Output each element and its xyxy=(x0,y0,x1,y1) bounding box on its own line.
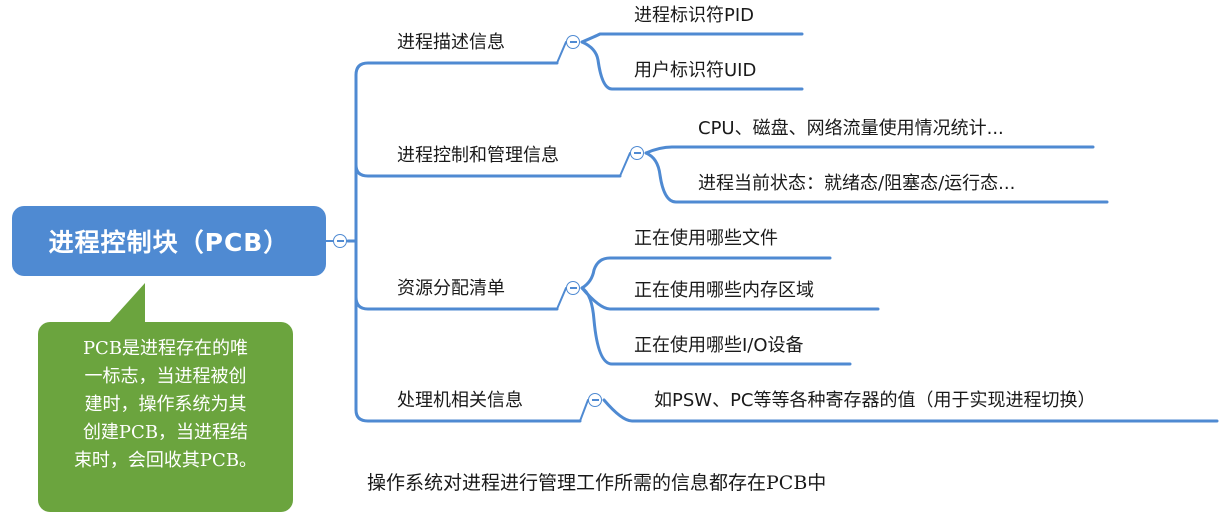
root-node[interactable]: 进程控制块（PCB） xyxy=(12,206,326,276)
trunk-to-branch-1 xyxy=(346,61,377,243)
child-connector-4-1 xyxy=(602,398,1219,423)
callout-tail xyxy=(108,283,145,324)
leaf-registers[interactable]: 如PSW、PC等等各种寄存器的值（用于实现进程切换） xyxy=(654,390,1096,411)
child-connector-1-1 xyxy=(580,32,804,44)
collapse-icon-branch-3[interactable] xyxy=(566,281,580,295)
leaf-usage-statistics[interactable]: CPU、磁盘、网络流量使用情况统计... xyxy=(698,118,1004,139)
root-label: 进程控制块（PCB） xyxy=(48,228,290,257)
branch-label-resource-list[interactable]: 资源分配清单 xyxy=(397,278,505,299)
leaf-files-in-use[interactable]: 正在使用哪些文件 xyxy=(634,228,778,249)
summary-note: 操作系统对进程进行管理工作所需的信息都存在PCB中 xyxy=(367,472,827,494)
trunk-to-branch-3 xyxy=(354,239,377,311)
trunk-to-branch-4 xyxy=(354,295,377,423)
leaf-io-devices[interactable]: 正在使用哪些I/O设备 xyxy=(634,335,804,356)
collapse-icon-branch-1[interactable] xyxy=(566,35,580,49)
branch-label-process-description[interactable]: 进程描述信息 xyxy=(397,32,505,53)
collapse-icon-branch-4[interactable] xyxy=(588,393,602,407)
callout-text: PCB是进程存在的唯 一标志，当进程被创 建时，操作系统为其 创建PCB，当进程… xyxy=(73,338,258,471)
child-connector-1-2 xyxy=(580,40,804,91)
branch-label-process-control[interactable]: 进程控制和管理信息 xyxy=(397,145,559,166)
leaf-process-state[interactable]: 进程当前状态：就绪态/阻塞态/运行态... xyxy=(698,173,1016,194)
leaf-memory-regions[interactable]: 正在使用哪些内存区域 xyxy=(634,280,814,301)
child-connector-2-1 xyxy=(644,145,1095,155)
child-connector-3-3 xyxy=(580,286,852,366)
branch-label-processor-info[interactable]: 处理机相关信息 xyxy=(397,390,523,411)
collapse-icon-branch-2[interactable] xyxy=(630,146,644,160)
child-connector-2-2 xyxy=(644,151,1109,204)
callout-bubble xyxy=(38,322,293,512)
root-collapse-icon[interactable] xyxy=(333,234,347,248)
leaf-pid[interactable]: 进程标识符PID xyxy=(634,5,755,26)
leaf-uid[interactable]: 用户标识符UID xyxy=(634,60,757,81)
child-connector-3-1 xyxy=(580,256,832,290)
trunk-to-branch-2 xyxy=(354,163,377,178)
